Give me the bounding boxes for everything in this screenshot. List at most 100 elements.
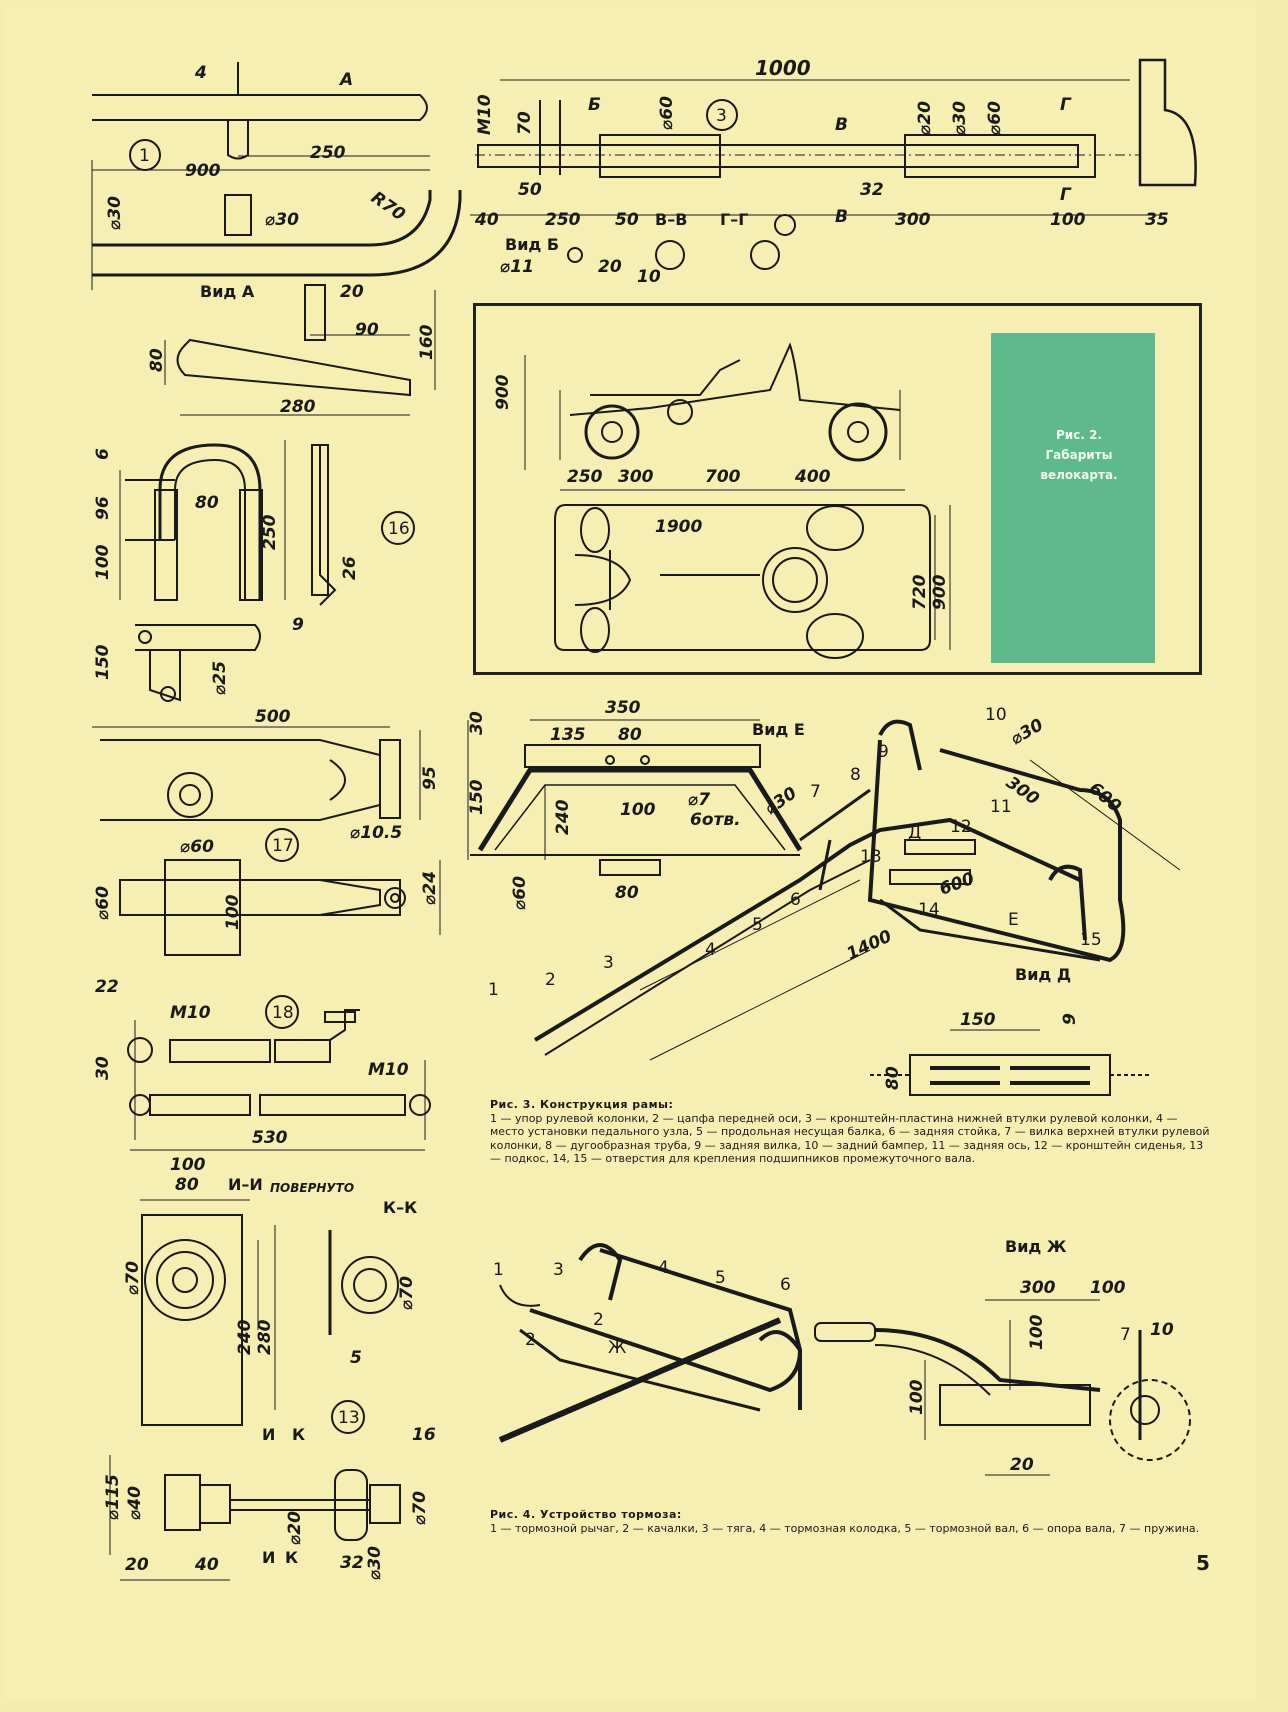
frame-dim-600b: 600 [937, 869, 977, 900]
fig2-dim-720: 720 [910, 574, 930, 610]
fig2-caption-title: Рис. 2. [1056, 428, 1102, 442]
fig3-view-b-d11: ⌀11 [500, 257, 534, 277]
fig16-dim-250: 250 [260, 514, 280, 550]
frame-callout-13: 13 [860, 847, 882, 867]
fig13-dim-40b: 40 [194, 1555, 219, 1575]
fig16-dim-100: 100 [93, 544, 113, 580]
fig4-caption-text: 1 — тормозной рычаг, 2 — качалки, 3 — тя… [490, 1521, 1200, 1535]
fig1-view-a-dim-20: 20 [340, 282, 364, 302]
fig17-dim-d24: ⌀24 [420, 871, 440, 905]
fig16-dim-150: 150 [93, 644, 113, 680]
frame-view-e-dim-80b: 80 [615, 883, 639, 903]
fig13-dim-d70c: ⌀70 [410, 1491, 430, 1525]
brake-label-zh: Ж [608, 1338, 626, 1358]
frame-callout-3: 3 [603, 953, 614, 973]
brake-callout-7: 7 [1120, 1325, 1131, 1345]
fig3-dim-50a: 50 [518, 180, 542, 200]
fig13-dim-d20a: ⌀20 [285, 1511, 305, 1545]
fig1-view-a-dim-280: 280 [280, 397, 316, 417]
fig3-dim-d20: ⌀20 [915, 101, 935, 135]
frame-view-e-dim-80a: 80 [618, 725, 642, 745]
fig13-dim-32: 32 [340, 1553, 364, 1573]
fig3-dim-250: 250 [545, 210, 581, 230]
fig1-dim-4: 4 [194, 63, 207, 83]
fig16-dim-d25: ⌀25 [210, 661, 230, 695]
fig3-section-gg: Г–Г [720, 210, 748, 229]
fig4-caption: Рис. 4. Устройство тормоза: 1 — тормозно… [490, 1508, 1210, 1535]
fig3-label-v: В [835, 115, 848, 135]
brake-callout-3: 3 [553, 1260, 564, 1280]
frame-view-e-dim-350: 350 [605, 698, 641, 718]
fig1-dim-r70: R70 [367, 188, 409, 226]
fig13-dim-d70b: ⌀70 [397, 1276, 417, 1310]
fig1-view-a-title: Вид А [200, 282, 255, 301]
fig16-dim-80: 80 [195, 493, 219, 513]
fig13-dim-5: 5 [350, 1348, 362, 1368]
brake-view-zh-dim-100c: 100 [907, 1379, 927, 1415]
frame-callout-7: 7 [810, 782, 821, 802]
brake-callout-4: 4 [658, 1258, 669, 1278]
brake-callout-2b: 2 [593, 1310, 604, 1330]
frame-view-d-title: Вид Д [1015, 965, 1071, 984]
brake-view-zh-dim-20: 20 [1010, 1455, 1034, 1475]
fig17-number: 17 [272, 836, 294, 856]
frame-callout-9: 9 [878, 742, 889, 762]
fig1-view-a-dim-80: 80 [147, 348, 167, 372]
fig17-dim-95: 95 [420, 766, 440, 790]
fig2-caption-panel [991, 333, 1155, 663]
frame-view-d-dim-150: 150 [960, 1010, 996, 1030]
fig3-drawing [470, 58, 1197, 270]
fig13-drawing [109, 1199, 401, 1581]
fig1-dim-900: 900 [185, 161, 221, 181]
fig1-number: 1 [139, 146, 150, 166]
fig13-label-i1: И [262, 1425, 275, 1444]
frame-callout-10: 10 [985, 705, 1007, 725]
frame-view-e-dim-135: 135 [550, 725, 586, 745]
fig13-dim-d115: ⌀115 [103, 1474, 123, 1520]
frame-dim-d30: ⌀30 [1008, 715, 1047, 749]
fig18-dim-m10b: M10 [368, 1060, 409, 1080]
fig3-section-vv: В–В [655, 210, 687, 229]
fig16-dim-96: 96 [93, 496, 113, 520]
fig17-dim-105: ⌀10.5 [350, 823, 402, 843]
fig3-view-b-title: Вид Б [505, 235, 559, 254]
fig18-drawing [127, 1009, 431, 1151]
fig2-caption-text: Габариты велокарта. [1040, 448, 1118, 482]
fig3-label-g2: Г [1060, 185, 1072, 205]
frame-callout-2: 2 [545, 970, 556, 990]
fig4-drawing [498, 1243, 1191, 1476]
page-number: 5 [1196, 1551, 1210, 1575]
fig17-dim-100: 100 [223, 894, 243, 930]
fig17-drawing [92, 726, 441, 956]
fig16-number: 16 [388, 519, 410, 539]
fig1-view-a-dim-160: 160 [417, 324, 437, 360]
frame-callout-8: 8 [850, 765, 861, 785]
fig3-view-b-d20: 20 [598, 257, 622, 277]
frame-dim-600a: 600 [1085, 779, 1125, 817]
fig3-dim-m10: M10 [475, 94, 495, 135]
fig3-view-b-d10: 10 [637, 267, 661, 287]
fig3-frame-drawing [467, 719, 1181, 1096]
fig1-label-a: A [338, 70, 353, 90]
fig2-caption: Рис. 2. Габариты велокарта. [1020, 425, 1138, 485]
fig13-dim-16: 16 [412, 1425, 436, 1445]
fig1-view-a-dim-90: 90 [355, 320, 379, 340]
frame-dim-1400: 1400 [844, 926, 895, 964]
brake-callout-2a: 2 [525, 1330, 536, 1350]
fig16-drawing [119, 440, 337, 702]
fig3-dim-d60b: ⌀60 [985, 101, 1005, 135]
brake-view-zh-dim-100b: 100 [1027, 1314, 1047, 1350]
fig3-dim-1000: 1000 [755, 56, 811, 80]
frame-callout-6: 6 [790, 890, 801, 910]
fig2-dim-400: 400 [794, 467, 831, 487]
frame-callout-12: 12 [950, 817, 972, 837]
frame-view-e-dim-d7: ⌀7 [688, 790, 710, 810]
frame-callout-4: 4 [705, 940, 716, 960]
fig17-dim-500: 500 [255, 707, 291, 727]
frame-view-d-dim-9: 9 [1060, 1013, 1080, 1025]
frame-callout-1: 1 [488, 980, 499, 1000]
fig3-caption: Рис. 3. Конструкция рамы: 1 — упор рулев… [490, 1098, 1210, 1166]
fig13-dim-280: 280 [255, 1319, 275, 1355]
fig13-section-kk: К–К [383, 1198, 417, 1217]
